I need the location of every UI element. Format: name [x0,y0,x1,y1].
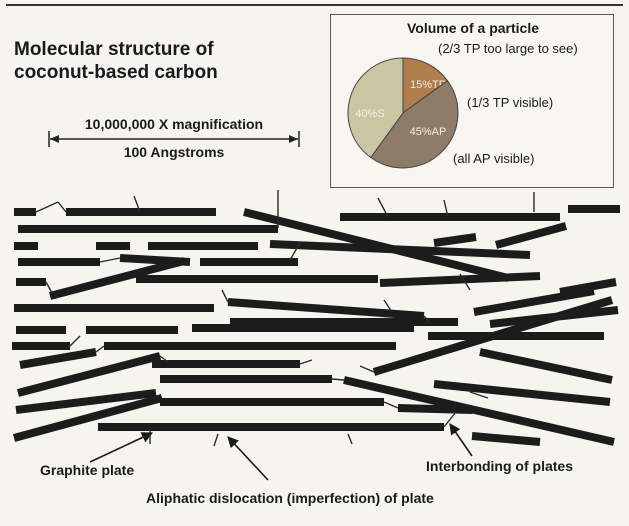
scale-arrow [48,131,300,147]
plate-bond [133,195,141,213]
graphite-plate [433,380,611,406]
plate-bond [347,433,353,445]
graphite-plate [479,348,613,384]
plate-bond [289,242,301,261]
note-ap-visible: (all AP visible) [453,151,535,166]
graphite-plate [494,222,568,249]
plate-bond [383,299,393,313]
graphite-plate [48,257,186,300]
graphite-plate [15,389,157,414]
plate-bond [69,335,81,347]
plate-bond [377,197,389,218]
interbonding-arrow [449,423,473,457]
graphite-plate [471,432,541,446]
plate-bond [443,411,457,428]
aliphatic-label: Aliphatic dislocation (imperfection) of … [146,490,434,506]
plate-bond [443,199,449,218]
interbonding-label: Interbonding of plates [426,458,573,474]
plate-bond [469,391,489,399]
plate-bond [95,345,105,353]
inset-title: Volume of a particle [407,20,539,36]
aliphatic-arrow [227,436,269,481]
plate-bond [35,201,59,213]
plate-bond [331,378,345,381]
graphite-plate [473,287,595,316]
graphite-plate [379,272,541,287]
plate-bonds [35,190,535,447]
plate-bond [213,433,219,447]
plate-bond [423,315,431,324]
diagram-title: Molecular structure of coconut-based car… [14,38,314,84]
callout-arrows [89,423,473,481]
graphite-plate [433,233,477,247]
graphite-arrow [89,432,154,463]
pie-slice-label: 40%S [355,108,384,120]
graphite-plate [12,394,164,442]
scale-bar: 10,000,000 X magnification 100 Angstroms [46,114,302,164]
plate-bond [299,359,313,365]
pie-slice-label: 45%AP [410,126,447,138]
pie-slice [370,80,459,169]
graphite-plate [559,278,617,296]
plate-bond [45,281,53,294]
title-line-1: Molecular structure of [14,39,214,60]
plate-bond [459,273,471,291]
note-tp-large: (2/3 TP too large to see) [438,41,578,56]
plate-bond [359,365,375,373]
graphite-plate [19,348,97,369]
pie-slice [347,57,404,159]
plate-bond [221,289,229,303]
title-line-2: coconut-based carbon [14,62,218,83]
top-rule [6,4,623,6]
graphite-plate [269,240,531,259]
magnification-label: 10,000,000 X magnification [84,116,264,132]
graphite-plate [372,296,614,376]
graphite-plate [397,404,473,414]
plate-bond [57,201,67,213]
graphite-plate [227,298,425,320]
plate-bond [383,401,399,409]
note-tp-visible: (1/3 TP visible) [467,95,554,110]
length-label: 100 Angstroms [123,144,225,160]
pie-slice [402,57,449,114]
plate-bond [99,257,121,263]
graphite-plates [12,205,620,446]
plate-bond [159,355,169,363]
graphite-plate [16,352,162,397]
graphite-plate-label: Graphite plate [40,462,135,478]
graphite-plate [343,376,615,446]
